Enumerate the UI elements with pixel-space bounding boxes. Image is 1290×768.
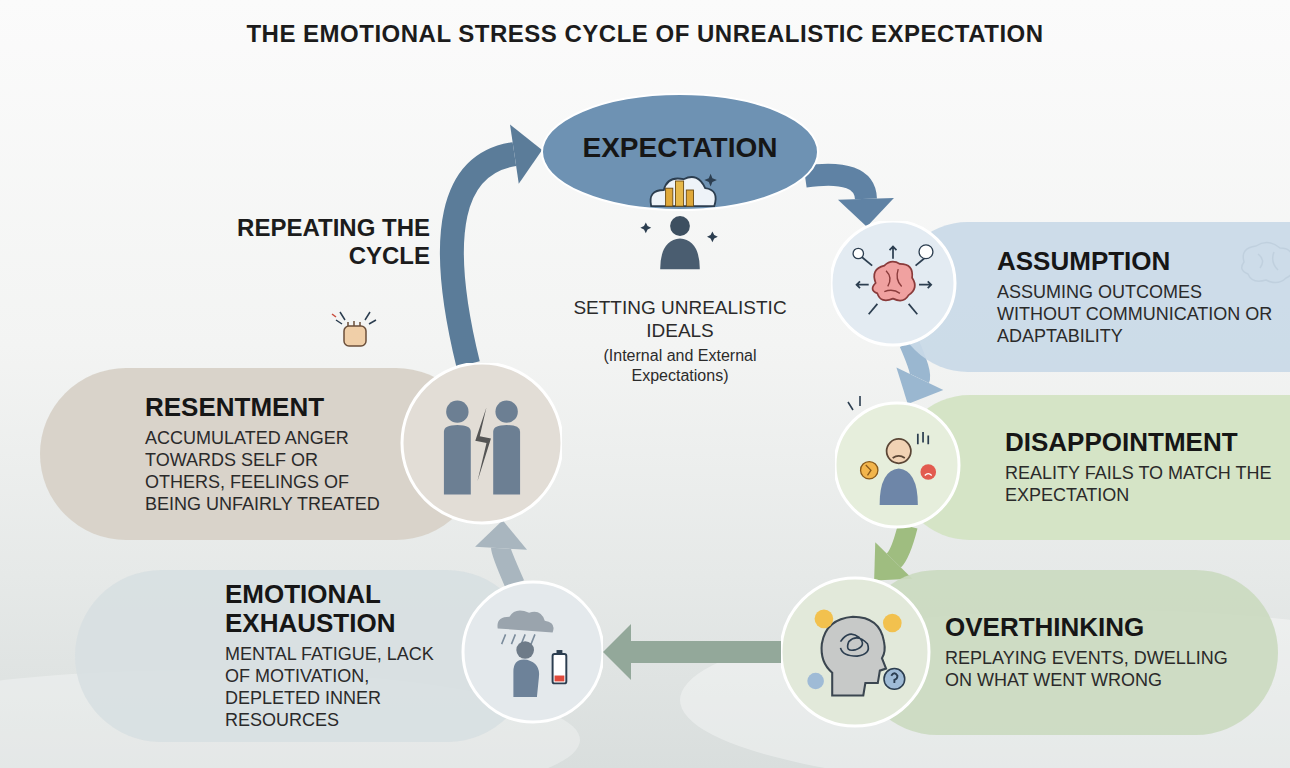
ellipse-node: EXPECTATION SETTING UNREALISTIC IDEALS (In… xyxy=(540,90,820,395)
arrow-head xyxy=(475,520,527,549)
arrow-head xyxy=(874,542,912,580)
stage-icon xyxy=(807,610,904,696)
cycle-stage-node: RESENTMENT ACCUMULATED ANGER TOWARDS SELF… xyxy=(40,363,562,540)
icon-circle xyxy=(781,578,929,726)
text-group: EMOTIONAL EXHAUSTION MENTAL FATIGUE, LACK… xyxy=(225,580,453,732)
stage-icon xyxy=(861,432,937,505)
stage-description: ACCUMULATED ANGER TOWARDS SELF OR OTHERS… xyxy=(145,428,390,516)
stage-heading: OVERTHINKING xyxy=(945,613,1245,642)
text-group: SETTING UNREALISTIC IDEALS (Internal and … xyxy=(560,290,800,385)
arrow-head xyxy=(510,124,542,183)
stage-heading: ASSUMPTION xyxy=(997,247,1279,276)
cycle-stage-node: DISAPPOINTMENT REALITY FAILS TO MATCH THE… xyxy=(835,395,1290,540)
arrow-shaft xyxy=(894,526,908,561)
cycle-arrow xyxy=(475,520,527,584)
text-group: ASSUMPTION ASSUMING OUTCOMES WITHOUT COMM… xyxy=(997,247,1279,348)
stage-icon xyxy=(853,245,933,314)
text-group: OVERTHINKING REPLAYING EVENTS, DWELLING O… xyxy=(945,613,1245,692)
icon-circle xyxy=(835,403,959,527)
edge-label: REPEATING THE CYCLE xyxy=(230,214,430,269)
arrow-head xyxy=(603,624,631,680)
cycle-arrow xyxy=(874,526,912,580)
cycle-stage-node: ASSUMPTION ASSUMING OUTCOMES WITHOUT COMM… xyxy=(831,221,1290,373)
fist-icon xyxy=(332,312,376,346)
stage-icon xyxy=(497,611,566,697)
stage-description: REALITY FAILS TO MATCH THE EXPECTATION xyxy=(1005,463,1283,507)
cycle-arrow xyxy=(805,175,894,227)
stage-heading: EXPECTATION xyxy=(540,132,820,163)
stage-description: REPLAYING EVENTS, DWELLING ON WHAT WENT … xyxy=(945,648,1245,692)
arrow-head xyxy=(896,367,943,403)
arrow-shaft xyxy=(805,175,866,199)
icon-circle xyxy=(463,582,603,722)
stage-icon xyxy=(444,400,520,494)
stage-description: SETTING UNREALISTIC IDEALS xyxy=(560,296,800,342)
cycle-arrow xyxy=(603,624,781,680)
arrow-shaft xyxy=(501,548,515,584)
cycle-stage-node: OVERTHINKING REPLAYING EVENTS, DWELLING O… xyxy=(781,570,1278,735)
arrow-shaft xyxy=(452,154,515,364)
text-group: DISAPPOINTMENT REALITY FAILS TO MATCH THE… xyxy=(1005,428,1283,507)
text-group: RESENTMENT ACCUMULATED ANGER TOWARDS SELF… xyxy=(145,393,390,516)
icon-circle xyxy=(402,363,562,523)
icon-circle xyxy=(831,221,955,345)
stage-heading: DISAPPOINTMENT xyxy=(1005,428,1283,457)
diagram-title: THE EMOTIONAL STRESS CYCLE OF UNREALISTI… xyxy=(0,20,1290,48)
stage-description: ASSUMING OUTCOMES WITHOUT COMMUNICATION … xyxy=(997,282,1279,348)
stage-description: MENTAL FATIGUE, LACK OF MOTIVATION, DEPL… xyxy=(225,644,453,732)
stage-heading: EMOTIONAL EXHAUSTION xyxy=(225,580,453,638)
stage-description: (Internal and External Expectations) xyxy=(560,346,800,385)
cycle-stage-node: EMOTIONAL EXHAUSTION MENTAL FATIGUE, LACK… xyxy=(75,570,603,742)
cycle-arrow xyxy=(452,124,542,364)
stage-heading: RESENTMENT xyxy=(145,393,390,422)
text-group: EXPECTATION xyxy=(540,132,820,163)
arrow-shaft xyxy=(631,641,781,663)
expectation-icon xyxy=(640,174,717,269)
